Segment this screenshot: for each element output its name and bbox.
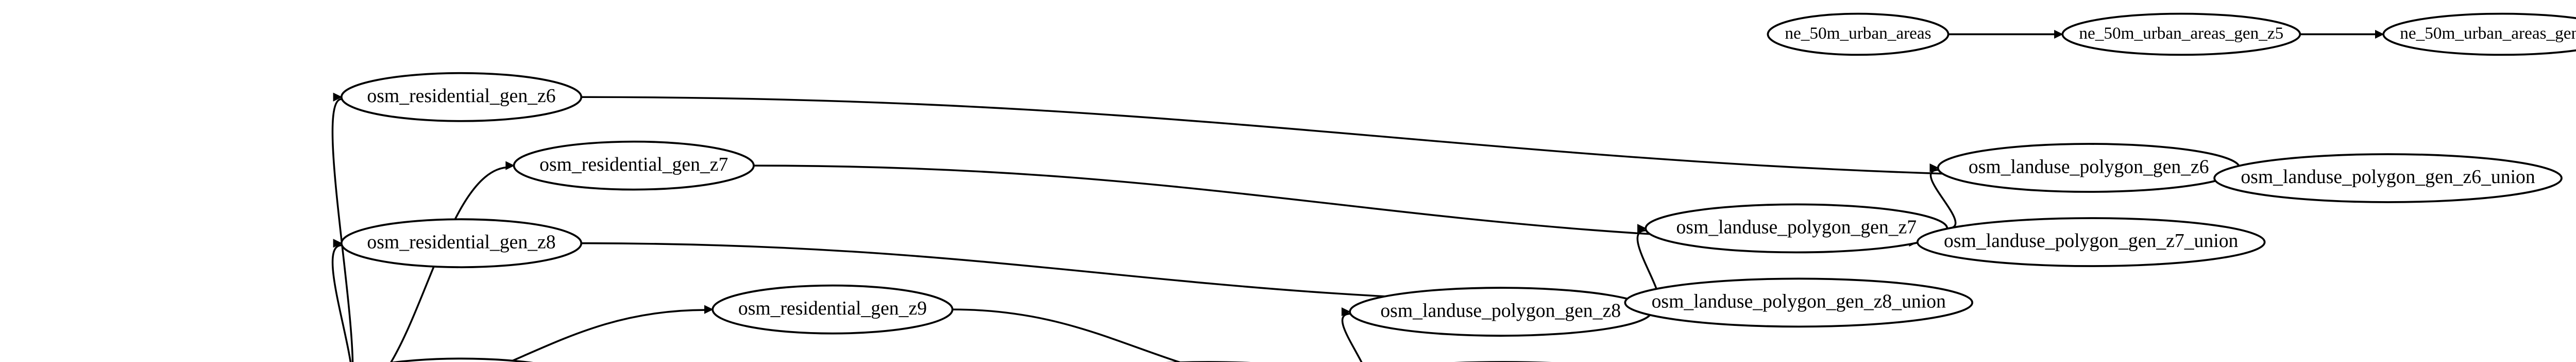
- graph-edge: [331, 239, 352, 362]
- edge-arrowhead: [333, 92, 343, 102]
- graph-node-osm_residential_gen_z8[interactable]: osm_residential_gen_z8: [340, 218, 583, 269]
- edge-arrowhead: [1929, 163, 1939, 173]
- node-ellipse: [2382, 12, 2576, 56]
- graph-node-osm_landuse_polygon_gen_z8[interactable]: osm_landuse_polygon_gen_z8: [1349, 287, 1653, 337]
- node-label: osm_landuse_polygon_gen_z8_union: [1652, 291, 1946, 312]
- edge-arrowhead: [2375, 29, 2384, 39]
- edge-arrowhead: [505, 161, 515, 170]
- graph-node-osm_residential_gen_z7[interactable]: osm_residential_gen_z7: [513, 140, 755, 191]
- graph-edge: [1929, 163, 1957, 229]
- node-label: osm_residential_gen_z7: [539, 154, 728, 175]
- edge-arrowhead: [704, 305, 714, 314]
- node-ellipse: [1767, 12, 1950, 56]
- edge-arrowhead: [2054, 29, 2063, 39]
- graph-edge: [1341, 307, 1363, 362]
- node-label: ne_50m_urban_areas_gen_z5: [2079, 24, 2283, 43]
- node-label: ne_50m_urban_areas: [1785, 24, 1931, 43]
- node-label: osm_landuse_polygon_gen_z7: [1676, 217, 1917, 238]
- graph-node-osm_landuse_polygon_gen_z6[interactable]: osm_landuse_polygon_gen_z6: [1937, 143, 2241, 193]
- node-layer: imposm3osm_landuse_polygonosm_residentia…: [337, 12, 2576, 362]
- graph-node-osm_residential_gen_z6[interactable]: osm_residential_gen_z6: [340, 72, 583, 122]
- graph-node-osm_landuse_polygon_gen_z6_union[interactable]: osm_landuse_polygon_gen_z6_union: [2213, 153, 2563, 203]
- node-ellipse: [513, 140, 755, 191]
- edge-arrowhead: [1637, 224, 1647, 233]
- graph-edge: [390, 161, 515, 362]
- graph-edge: [1948, 29, 2063, 39]
- edge-arrowhead: [1341, 307, 1351, 317]
- node-label: osm_residential_gen_z9: [738, 298, 927, 319]
- graph-node-osm_landuse_polygon_gen_z8_union[interactable]: osm_landuse_polygon_gen_z8_union: [1624, 277, 1974, 328]
- node-ellipse: [1916, 217, 2266, 267]
- node-label: osm_residential_gen_z6: [367, 85, 555, 107]
- graph-edge: [2300, 29, 2384, 39]
- graph-edge: [331, 92, 354, 362]
- node-ellipse: [711, 284, 954, 335]
- graph-node-ne_50m_urban_areas[interactable]: ne_50m_urban_areas: [1767, 12, 1950, 56]
- graph-node-osm_landuse_polygon_gen_z7[interactable]: osm_landuse_polygon_gen_z7: [1645, 203, 1948, 254]
- node-ellipse: [2213, 153, 2563, 203]
- node-label: osm_landuse_polygon_gen_z6_union: [2241, 166, 2535, 188]
- graph-node-osm_residential_gen_z10[interactable]: osm_residential_gen_z10: [337, 357, 586, 362]
- graph-edge: [507, 305, 714, 362]
- node-label: osm_landuse_polygon_gen_z6: [1969, 156, 2209, 177]
- node-ellipse: [2061, 12, 2301, 56]
- graph-node-osm_landuse_polygon_gen_z7_union[interactable]: osm_landuse_polygon_gen_z7_union: [1916, 217, 2266, 267]
- node-ellipse: [340, 218, 583, 269]
- edge-arrowhead: [333, 239, 343, 248]
- node-label: osm_residential_gen_z8: [367, 231, 555, 253]
- node-label: ne_50m_urban_areas_gen_z4: [2400, 24, 2576, 43]
- graph-node-ne_50m_urban_areas_gen_z4[interactable]: ne_50m_urban_areas_gen_z4: [2382, 12, 2576, 56]
- graph-node-ne_50m_urban_areas_gen_z5[interactable]: ne_50m_urban_areas_gen_z5: [2061, 12, 2301, 56]
- node-label: osm_landuse_polygon_gen_z7_union: [1944, 230, 2239, 252]
- node-ellipse: [1624, 277, 1974, 328]
- graph-node-osm_residential_gen_z9[interactable]: osm_residential_gen_z9: [711, 284, 954, 335]
- node-label: osm_landuse_polygon_gen_z8: [1380, 300, 1621, 321]
- graph-edge: [952, 308, 1182, 362]
- node-ellipse: [340, 72, 583, 122]
- node-ellipse: [389, 357, 534, 362]
